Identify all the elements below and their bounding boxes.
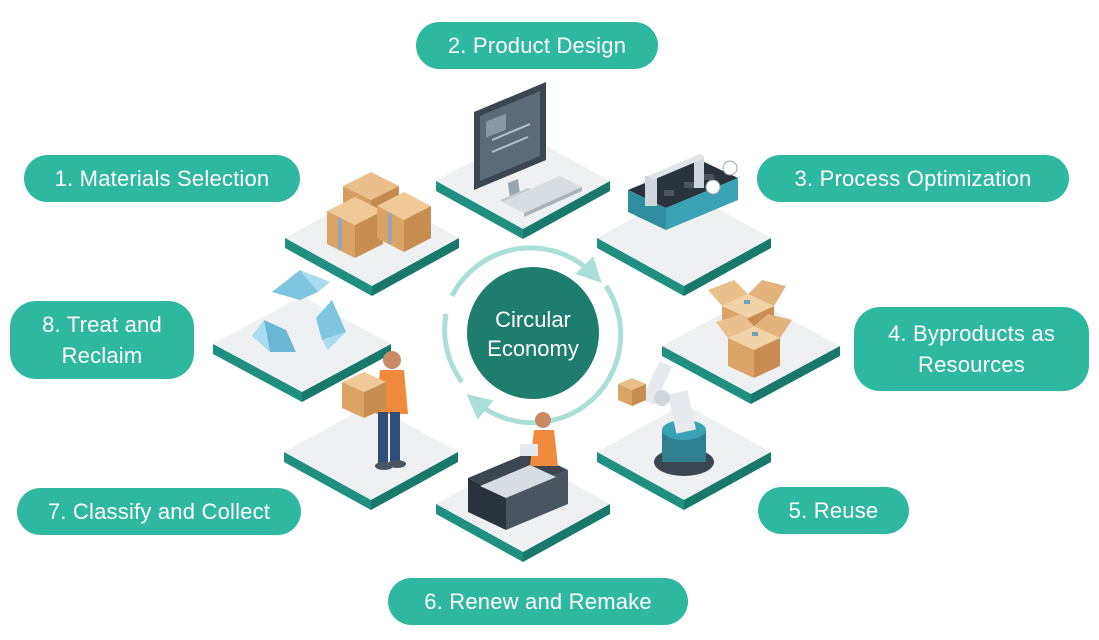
step-label-1: 1. Materials Selection [24, 155, 300, 202]
step-label-5: 5. Reuse [758, 487, 909, 534]
step-label-6: 6. Renew and Remake [388, 578, 688, 625]
center-label: Circular Economy [467, 279, 599, 389]
tile-8 [213, 296, 391, 402]
step-label-3: 3. Process Optimization [757, 155, 1069, 202]
ring-arrow-left [442, 313, 465, 384]
recycle-icon [252, 270, 346, 352]
open-boxes-icon [708, 280, 792, 378]
computer-monitor-icon [474, 82, 582, 217]
step-label-4: 4. Byproducts as Resources [854, 307, 1089, 391]
step-label-2: 2. Product Design [416, 22, 658, 69]
step-label-7: 7. Classify and Collect [17, 488, 301, 535]
tile-7 [284, 404, 458, 510]
center-label-line1: Circular [495, 307, 571, 332]
center-label-line2: Economy [487, 336, 579, 361]
step-label-4-line2: Resources [918, 352, 1025, 377]
robot-arm-icon [618, 361, 714, 476]
worker-carrying-box-icon [342, 351, 408, 470]
cardboard-boxes-icon [327, 172, 431, 258]
ring-arrow-right [466, 284, 624, 426]
step-label-8-line1: 8. Treat and [42, 312, 162, 337]
step-label-8-line2: Reclaim [61, 343, 143, 368]
ring-arrow-top [449, 245, 602, 298]
production-conveyor-icon [628, 154, 738, 230]
tile-5 [597, 404, 771, 510]
step-label-8: 8. Treat and Reclaim [10, 301, 194, 379]
center-circle [467, 267, 599, 399]
step-label-4-line1: 4. Byproducts as [887, 321, 1056, 346]
worker-at-machine-icon [468, 412, 568, 530]
